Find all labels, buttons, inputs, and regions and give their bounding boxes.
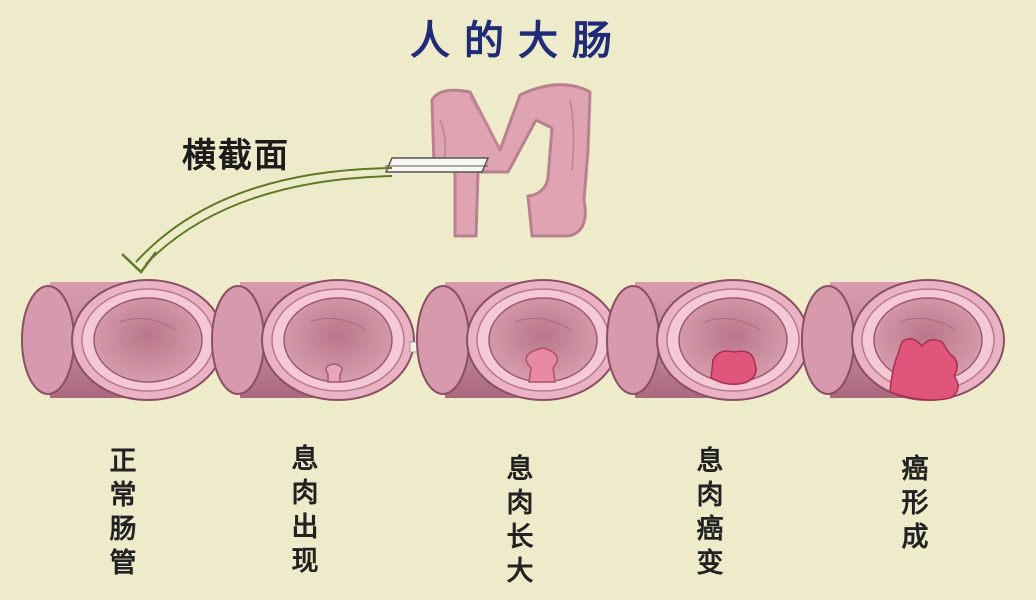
diagram-title: 人的大肠: [410, 18, 626, 64]
cross-section-plane: [384, 157, 490, 173]
tube-cancer-formed: [801, 279, 1005, 401]
stage-label-char: 息: [291, 444, 319, 475]
tube-polyp-grows: [416, 279, 620, 401]
tumor: [889, 338, 959, 401]
stage-label-char: 癌: [696, 514, 724, 545]
stage-label-char: 现: [291, 546, 319, 577]
stage-label-char: 息: [506, 454, 534, 485]
stage-label-char: 常: [109, 480, 137, 511]
stage-label-char: 管: [109, 548, 137, 579]
cross-section-arrow: [121, 167, 393, 274]
stage-label-char: 长: [506, 522, 534, 553]
polyp-large: [525, 347, 558, 383]
stage-label-char: 肠: [109, 514, 137, 545]
stage-label-char: 成: [901, 522, 929, 553]
cross-section-label: 横截面: [182, 136, 290, 176]
stage-label-cancer-formed: 癌形成: [885, 453, 945, 555]
tube-polyp-cancerous: [606, 279, 810, 401]
stage-label-char: 肉: [291, 478, 319, 509]
polyp-small: [325, 363, 343, 383]
stage-label-char: 肉: [696, 480, 724, 511]
stage-label-char: 癌: [901, 454, 929, 485]
cancerous-polyp: [710, 350, 757, 385]
stage-label-polyp-grows: 息肉长大: [490, 453, 550, 589]
tube-polyp-appears: [211, 279, 415, 401]
stage-label-polyp-cancerous: 息肉癌变: [680, 445, 740, 581]
stage-label-char: 变: [696, 548, 724, 579]
stage-label-normal: 正常肠管: [93, 445, 153, 581]
stage-label-char: 肉: [506, 488, 534, 519]
tube-normal: [21, 279, 225, 401]
tubes-group: [21, 279, 1005, 401]
stage-label-char: 正: [109, 446, 137, 477]
colon-illustration: [384, 83, 592, 238]
stage-label-char: 出: [291, 512, 319, 543]
stage-label-polyp-appears: 息肉出现: [275, 443, 335, 579]
stage-label-char: 息: [696, 446, 724, 477]
stage-label-char: 大: [506, 556, 534, 587]
stage-label-char: 形: [901, 488, 929, 519]
